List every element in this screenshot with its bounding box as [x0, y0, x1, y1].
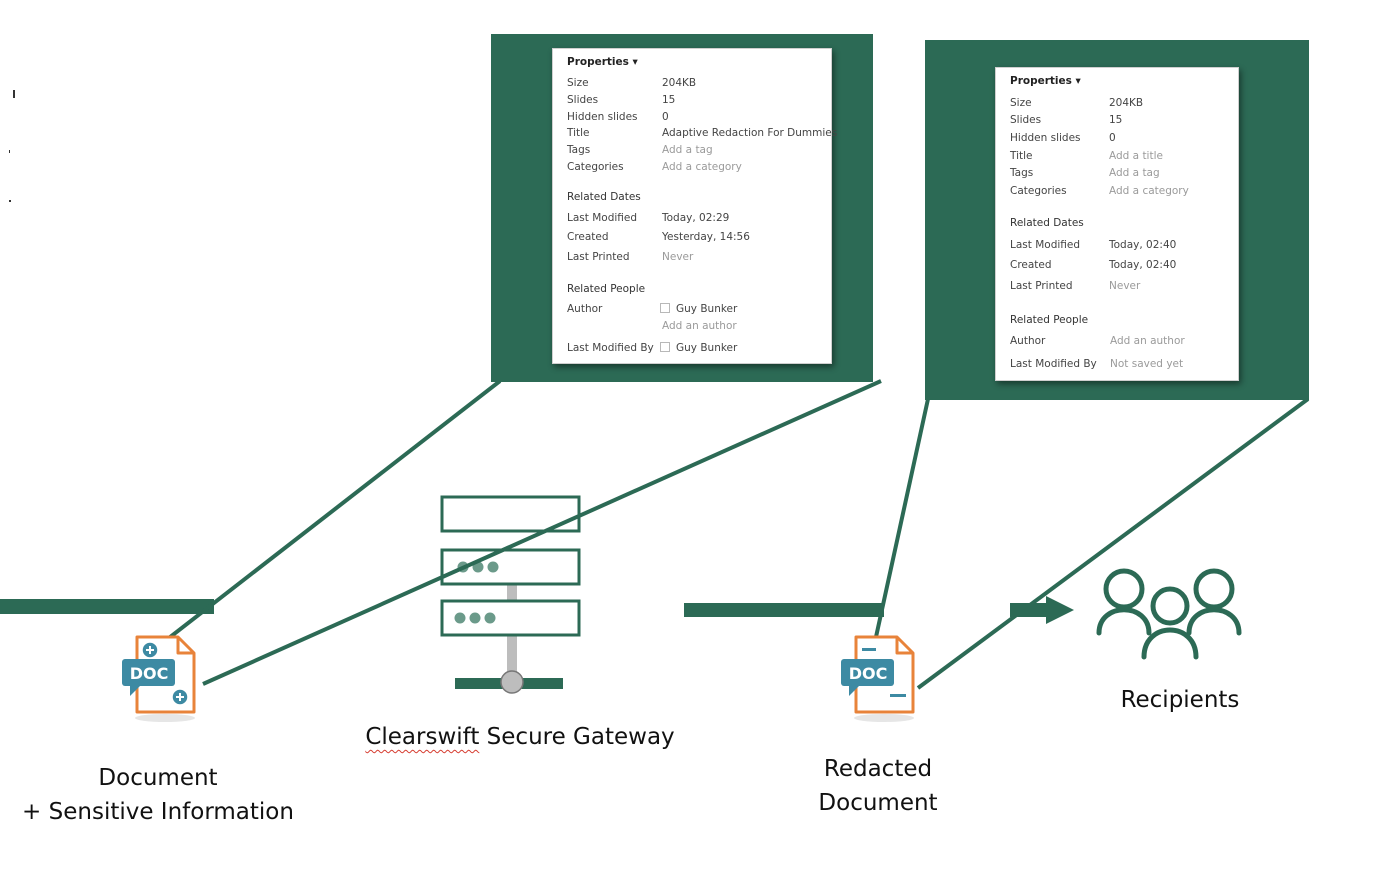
stray-marks	[9, 90, 15, 202]
last-printed-value: Never	[1109, 280, 1141, 292]
last-printed-label: Last Printed	[567, 251, 630, 263]
created-label: Created	[567, 231, 609, 243]
properties-header[interactable]: Properties ▾	[567, 56, 638, 68]
tags-label: Tags	[567, 144, 591, 156]
categories-value[interactable]: Add a category	[662, 161, 742, 173]
last-modified-label: Last Modified	[567, 212, 638, 224]
size-value: 204KB	[662, 77, 697, 89]
modified-by-name: Guy Bunker	[676, 342, 738, 354]
gateway-flow-bar	[684, 603, 884, 617]
categories-label: Categories	[567, 161, 624, 173]
hidden-slides-value: 0	[662, 111, 669, 123]
last-printed-label: Last Printed	[1010, 280, 1073, 292]
slides-label: Slides	[567, 94, 599, 106]
last-modified-by-label: Last Modified By	[567, 342, 654, 354]
recipients-icon	[1096, 568, 1242, 660]
document-caption: Document + Sensitive Information	[8, 761, 308, 829]
hidden-slides-label: Hidden slides	[1010, 132, 1081, 144]
created-value: Yesterday, 14:56	[662, 231, 750, 243]
recipients-caption: Recipients	[1120, 687, 1240, 713]
last-modified-by-label: Last Modified By	[1010, 358, 1097, 370]
redacted-caption-line2: Document	[818, 790, 938, 816]
author-label: Author	[1010, 335, 1046, 347]
slides-value: 15	[1109, 114, 1123, 126]
hidden-slides-value: 0	[1109, 132, 1116, 144]
properties-panel-redacted: Properties ▾ Size 204KB Slides 15 Hidden…	[995, 67, 1239, 381]
document-caption-line1: Document	[98, 765, 218, 791]
redacted-caption: Redacted Document	[778, 752, 978, 820]
callout-lines-right	[874, 397, 1310, 690]
title-value[interactable]: Add a title	[1109, 150, 1163, 162]
modified-by-checkbox[interactable]	[660, 342, 670, 352]
categories-label: Categories	[1010, 185, 1067, 197]
last-modified-label: Last Modified	[1010, 239, 1081, 251]
size-label: Size	[567, 77, 589, 89]
properties-panel-original: Properties ▾ Size 204KB Slides 15 Hidden…	[552, 48, 837, 364]
callout-lines-left	[163, 379, 882, 686]
last-modified-by-value: Not saved yet	[1110, 358, 1184, 370]
tags-value[interactable]: Add a tag	[662, 144, 713, 156]
related-dates-header: Related Dates	[1010, 217, 1084, 229]
author-value[interactable]: Add an author	[1110, 335, 1185, 347]
last-modified-value: Today, 02:29	[662, 212, 730, 224]
gateway-caption-rest: Secure Gateway	[479, 724, 675, 750]
title-label: Title	[1010, 150, 1033, 162]
document-icon: DOC	[122, 635, 196, 722]
created-label: Created	[1010, 259, 1052, 271]
redacted-document-icon: DOC	[841, 635, 915, 722]
related-dates-header: Related Dates	[567, 191, 641, 203]
redacted-caption-line1: Redacted	[823, 756, 933, 782]
hidden-slides-label: Hidden slides	[567, 111, 638, 123]
tags-value[interactable]: Add a tag	[1109, 167, 1160, 179]
document-caption-line2: + Sensitive Information	[22, 799, 294, 825]
last-modified-value: Today, 02:40	[1109, 239, 1177, 251]
size-value: 204KB	[1109, 97, 1144, 109]
related-people-header: Related People	[1010, 314, 1089, 326]
last-printed-value: Never	[662, 251, 694, 263]
author-value[interactable]: Guy Bunker	[660, 303, 737, 315]
slides-value: 15	[662, 94, 676, 106]
author-name: Guy Bunker	[676, 303, 738, 315]
author-checkbox[interactable]	[660, 303, 670, 313]
incoming-flow-bar	[0, 599, 214, 614]
last-modified-by-value[interactable]: Guy Bunker	[660, 342, 737, 354]
document-icon-label: DOC	[130, 664, 169, 683]
categories-value[interactable]: Add a category	[1109, 185, 1189, 197]
created-value: Today, 02:40	[1109, 259, 1177, 271]
author-label: Author	[567, 303, 603, 315]
properties-header[interactable]: Properties ▾	[1010, 75, 1081, 87]
slides-label: Slides	[1010, 114, 1042, 126]
redacted-icon-label: DOC	[849, 664, 888, 683]
title-value[interactable]: Adaptive Redaction For Dummies	[662, 127, 838, 139]
gateway-caption-brand: Clearswift	[365, 724, 480, 750]
add-author-link[interactable]: Add an author	[662, 320, 737, 332]
title-label: Title	[567, 127, 590, 139]
gateway-caption: Clearswift Secure Gateway	[350, 720, 690, 754]
related-people-header: Related People	[567, 283, 646, 295]
arrow-to-recipients	[1010, 596, 1074, 624]
tags-label: Tags	[1010, 167, 1034, 179]
size-label: Size	[1010, 97, 1032, 109]
